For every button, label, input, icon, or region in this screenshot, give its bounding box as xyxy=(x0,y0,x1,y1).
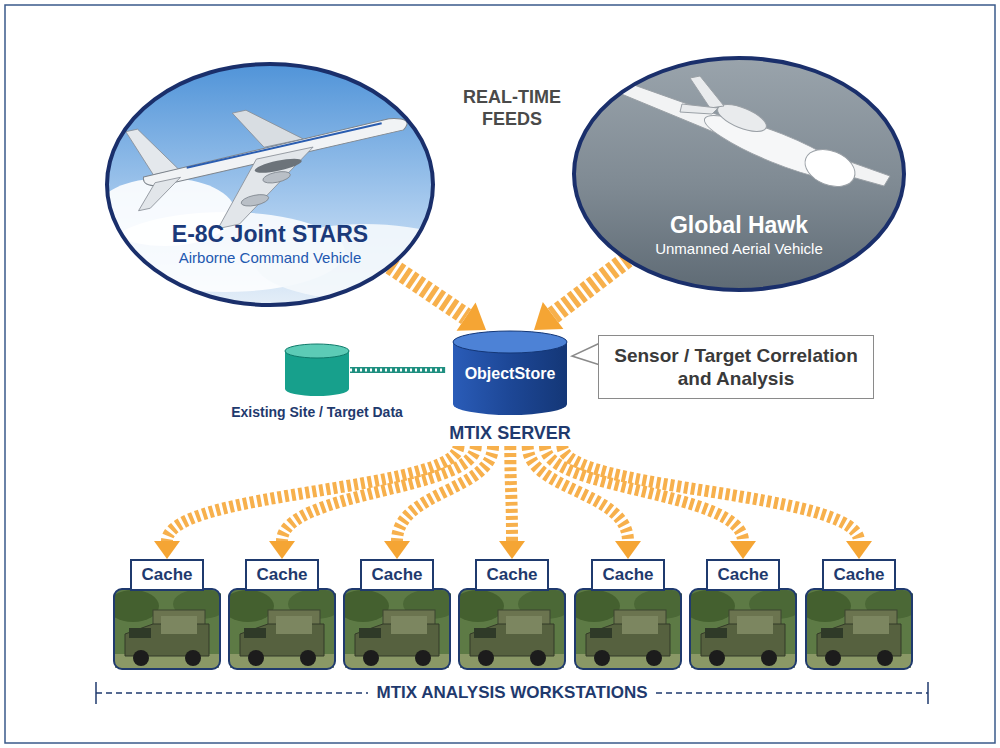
cache-box: Cache xyxy=(706,559,780,591)
arrow-head xyxy=(730,541,756,559)
cache-label: Cache xyxy=(366,564,428,586)
workstation-photo xyxy=(107,589,229,669)
server-name: MTIX SERVER xyxy=(449,422,571,444)
distribution-band xyxy=(282,446,476,541)
connector xyxy=(269,446,476,559)
distribution-band xyxy=(510,446,512,541)
bracket-tick xyxy=(927,682,929,704)
connector xyxy=(562,446,872,559)
arrow-head xyxy=(499,541,525,559)
ellipse-caption: E-8C Joint STARSAirborne Command Vehicle xyxy=(105,220,435,268)
connector xyxy=(534,259,627,330)
ellipse-border xyxy=(107,64,433,305)
arrow-head xyxy=(534,302,563,330)
vehicle-name: Global Hawk xyxy=(572,211,906,239)
connector xyxy=(154,446,459,559)
feed-band xyxy=(390,266,466,317)
e8c-aircraft xyxy=(122,74,420,244)
arrow-head xyxy=(615,541,641,559)
arrow-head xyxy=(457,302,486,330)
cache-box: Cache xyxy=(475,559,549,591)
vehicle-name: E-8C Joint STARS xyxy=(105,220,435,248)
cache-box: Cache xyxy=(360,559,434,591)
data-link xyxy=(350,367,445,373)
cylinder-shape xyxy=(284,343,350,397)
feed-band xyxy=(553,259,627,315)
cache-label: Cache xyxy=(712,564,774,586)
workstation-photo xyxy=(452,589,574,669)
workstation-photo xyxy=(799,589,921,669)
connector xyxy=(390,266,486,331)
vehicle-type: Airborne Command Vehicle xyxy=(105,248,435,268)
workstation-photo xyxy=(222,589,344,669)
arrow-head xyxy=(154,541,180,559)
photo-ellipse: E-8C Joint STARSAirborne Command Vehicle xyxy=(105,62,435,307)
outer-border xyxy=(5,5,995,743)
callout-box: Sensor / Target Correlation and Analysis xyxy=(598,335,874,399)
sky xyxy=(572,56,906,292)
cache-box: Cache xyxy=(591,559,665,591)
database-label: Existing Site / Target Data xyxy=(231,403,403,421)
cache-label: Cache xyxy=(597,564,659,586)
cache-box: Cache xyxy=(822,559,896,591)
cache-label: Cache xyxy=(136,564,198,586)
workstation-photo xyxy=(683,589,805,669)
distribution-band xyxy=(167,446,459,541)
callout-text: Sensor / Target Correlation and Analysis xyxy=(609,344,863,390)
connector xyxy=(499,446,525,559)
feed-label: REAL-TIME FEEDS xyxy=(447,86,577,130)
workstation-photo xyxy=(568,589,690,669)
cache-label: Cache xyxy=(828,564,890,586)
cache-box: Cache xyxy=(245,559,319,591)
database-cylinder: ObjectStoreMTIX SERVER xyxy=(445,330,575,446)
arrow-head xyxy=(269,541,295,559)
connector xyxy=(384,446,493,559)
global-hawk-aircraft xyxy=(602,76,890,194)
arrow-head xyxy=(846,541,872,559)
cylinder-top xyxy=(453,331,567,353)
cache-label: Cache xyxy=(481,564,543,586)
distribution-band xyxy=(562,446,859,541)
database-name: ObjectStore xyxy=(465,364,556,384)
ellipse-shape xyxy=(105,62,435,307)
cylinder-top xyxy=(285,344,349,358)
ellipse-caption: Global HawkUnmanned Aerial Vehicle xyxy=(572,211,906,259)
vehicle-type: Unmanned Aerial Vehicle xyxy=(572,239,906,259)
workstation-photo xyxy=(337,589,459,669)
photo-ellipse: Global HawkUnmanned Aerial Vehicle xyxy=(572,56,906,292)
bracket-label: MTIX ANALYSIS WORKSTATIONS xyxy=(368,682,655,704)
cache-box: Cache xyxy=(130,559,204,591)
arrow-head xyxy=(384,541,410,559)
data-link-dash xyxy=(350,369,445,372)
distribution-band xyxy=(397,446,493,541)
connector xyxy=(350,370,445,371)
bracket-tick xyxy=(95,682,97,704)
database-cylinder: Existing Site / Target Data xyxy=(284,343,350,397)
callout-tail xyxy=(572,343,600,365)
cache-label: Cache xyxy=(251,564,313,586)
